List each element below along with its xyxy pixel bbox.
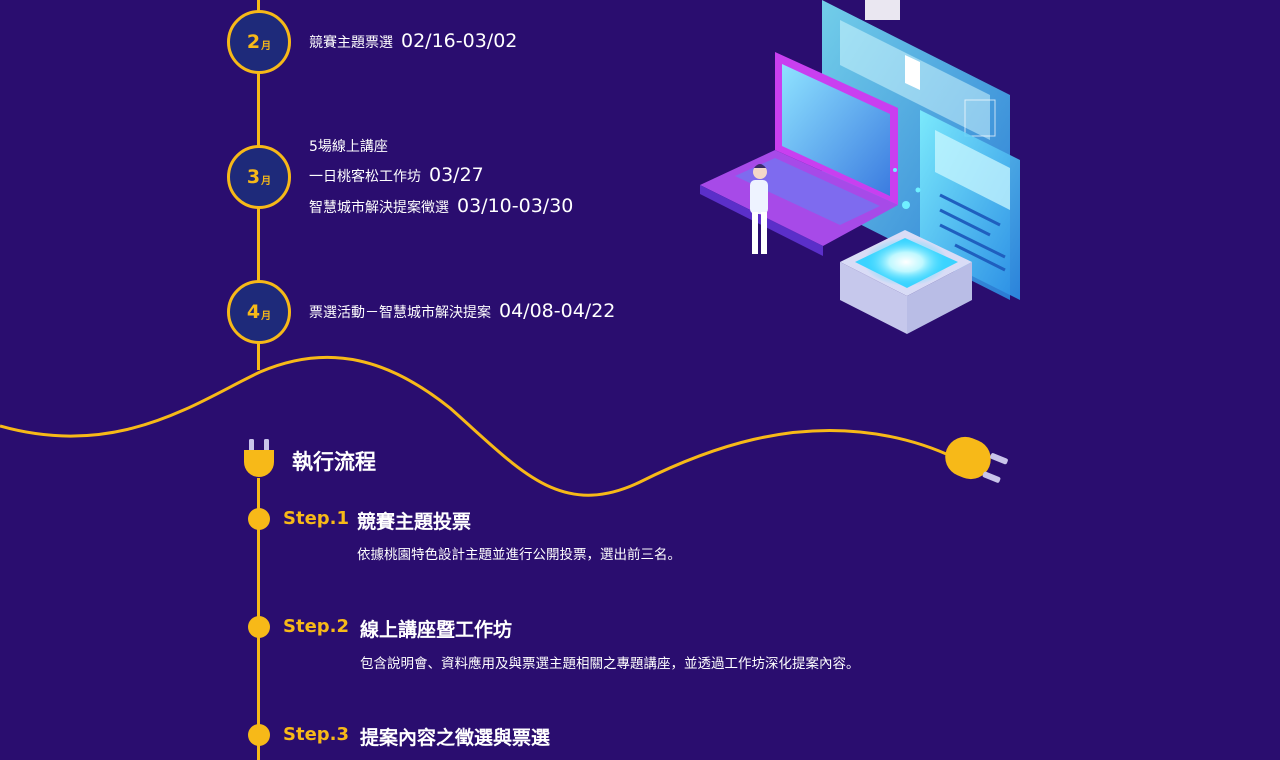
event-label: 5場線上講座 <box>309 139 388 155</box>
event-date: 04/08-04/22 <box>499 300 616 322</box>
month-unit: 月 <box>261 176 272 187</box>
step-dot <box>248 616 270 638</box>
event-date: 02/16-03/02 <box>401 30 518 52</box>
event-item: 票選活動－智慧城市解決提案 04/08-04/22 <box>309 300 615 322</box>
step-description: 包含說明會、資料應用及與票選主題相關之專題講座，並透過工作坊深化提案內容。 <box>360 656 860 672</box>
month-number: 3 <box>246 166 261 188</box>
step-title: 提案內容之徵選與票選 <box>360 727 551 749</box>
plug-icon <box>244 439 274 477</box>
month-number: 4 <box>246 301 261 323</box>
laptop-server-illustration <box>700 0 1020 334</box>
event-label: 競賽主題票選 <box>309 35 393 51</box>
event-date: 03/27 <box>429 164 484 186</box>
step-label: Step.2 <box>283 616 350 637</box>
step-label: Step.3 <box>283 724 350 745</box>
plug-end-icon <box>945 436 1008 483</box>
event-item: 5場線上講座 <box>309 136 388 156</box>
step-dot <box>248 508 270 530</box>
month-unit: 月 <box>261 311 272 322</box>
event-label: 智慧城市解決提案徵選 <box>309 200 449 216</box>
month-number: 2 <box>246 31 261 53</box>
step-description: 依據桃園特色設計主題並進行公開投票，選出前三名。 <box>357 547 681 563</box>
event-label: 票選活動－智慧城市解決提案 <box>309 305 491 321</box>
step-label: Step.1 <box>283 508 350 529</box>
event-item: 一日桃客松工作坊 03/27 <box>309 164 484 186</box>
cable-wave <box>0 355 956 497</box>
process-title: 執行流程 <box>292 450 376 474</box>
event-item: 智慧城市解決提案徵選 03/10-03/30 <box>309 195 573 217</box>
step-dot <box>248 724 270 746</box>
step-title: 線上講座暨工作坊 <box>360 619 513 641</box>
event-item: 競賽主題票選 02/16-03/02 <box>309 30 517 52</box>
month-unit: 月 <box>261 41 272 52</box>
step-title: 競賽主題投票 <box>357 511 472 533</box>
event-label: 一日桃客松工作坊 <box>309 169 421 185</box>
event-date: 03/10-03/30 <box>457 195 574 217</box>
